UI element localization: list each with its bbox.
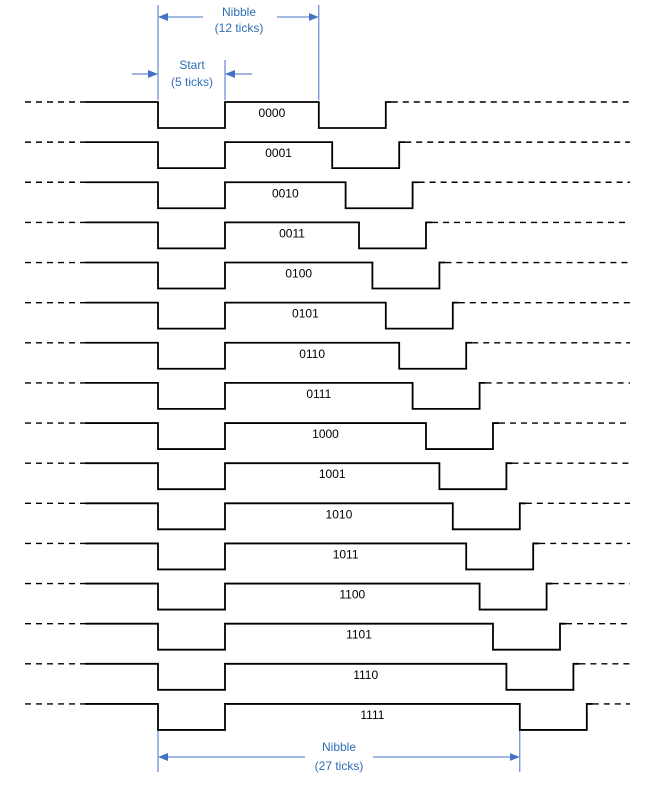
nibble-value-label: 1001 <box>319 467 346 481</box>
bottom-nibble-ticks: (27 ticks) <box>315 759 364 773</box>
nibble-value-label: 1100 <box>339 588 365 602</box>
nibble-value-label: 0110 <box>299 347 325 361</box>
pulse-waveform <box>85 542 540 571</box>
top-nibble-ticks: (12 ticks) <box>215 21 264 35</box>
signal-row: 1001 <box>25 462 630 491</box>
top-nibble-title: Nibble <box>222 5 256 19</box>
signal-row: 1010 <box>25 502 630 531</box>
signal-row: 0110 <box>25 341 630 370</box>
pulse-waveform <box>85 703 593 731</box>
pulse-waveform <box>85 141 406 170</box>
signal-row: 0000 <box>25 101 630 129</box>
pulse-waveform <box>85 301 459 330</box>
pulse-waveform <box>85 101 392 129</box>
nibble-value-label: 0101 <box>292 307 319 321</box>
start-title: Start <box>179 58 205 72</box>
signal-row: 1111 <box>25 703 630 731</box>
nibble-value-label: 1010 <box>326 507 353 521</box>
signal-row: 1011 <box>25 542 630 571</box>
pulse-waveform <box>85 622 566 651</box>
signal-rows: 0000 0001 0010 0011 0100 0101 0110 0111 1000 1001… <box>25 101 630 731</box>
pulse-waveform <box>85 462 513 491</box>
pulse-waveform <box>85 662 580 691</box>
signal-row: 1101 <box>25 622 630 651</box>
nibble-value-label: 0111 <box>306 387 331 401</box>
pulse-waveform <box>85 422 499 450</box>
pulse-waveform <box>85 341 473 370</box>
pulse-waveform <box>85 221 432 250</box>
nibble-value-label: 1111 <box>360 708 384 722</box>
signal-row: 0101 <box>25 301 630 330</box>
nibble-value-label: 0010 <box>272 186 299 200</box>
nibble-value-label: 0000 <box>259 106 286 120</box>
signal-row: 0100 <box>25 261 630 290</box>
signal-row: 1100 <box>25 582 630 611</box>
annotations: Nibble (12 ticks) Start (5 ticks) Nibble… <box>132 5 521 773</box>
nibble-value-label: 0100 <box>285 267 312 281</box>
nibble-value-label: 1000 <box>312 427 339 441</box>
nibble-value-label: 1011 <box>333 547 359 561</box>
signal-row: 0001 <box>25 141 630 170</box>
pulse-waveform <box>85 382 486 410</box>
pulse-waveform <box>85 261 446 290</box>
pulse-waveform <box>85 502 526 531</box>
bottom-nibble-title: Nibble <box>322 740 356 754</box>
nibble-value-label: 1110 <box>353 668 378 682</box>
signal-row: 0010 <box>25 181 630 210</box>
signal-row: 0111 <box>25 382 630 410</box>
nibble-value-label: 0011 <box>279 226 305 240</box>
signal-row: 0011 <box>25 221 630 250</box>
pulse-waveform <box>85 582 553 611</box>
signal-row: 1000 <box>25 422 630 450</box>
pulse-waveform <box>85 181 419 210</box>
signal-row: 1110 <box>25 662 630 691</box>
start-ticks: (5 ticks) <box>171 75 213 89</box>
nibble-value-label: 0001 <box>265 146 292 160</box>
nibble-value-label: 1101 <box>346 628 372 642</box>
